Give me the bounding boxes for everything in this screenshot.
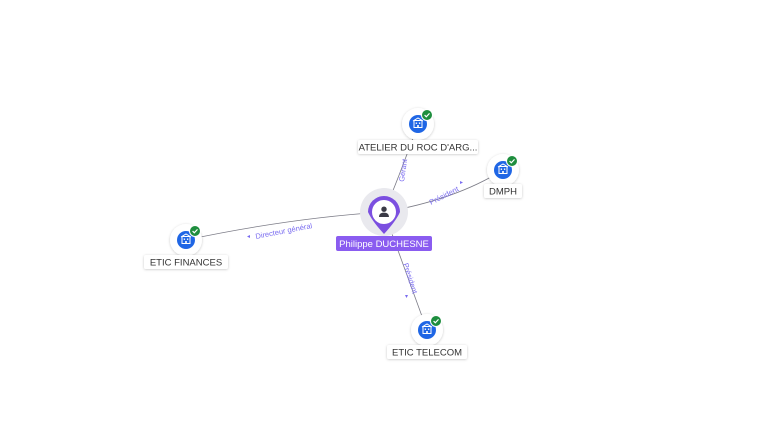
company-node-etic-finances[interactable]: ETIC FINANCES	[144, 224, 228, 269]
arrow-etic-finances-icon: ◂	[247, 234, 250, 240]
verified-badge-icon	[189, 225, 201, 237]
person-name: Philippe DUCHESNE	[339, 239, 429, 250]
edge-label-dmph: Président	[428, 184, 461, 207]
verified-badge-icon	[506, 155, 518, 167]
edge-labels: Gérant Président Directeur général Prési…	[247, 157, 463, 300]
company-name-etic-finances: ETIC FINANCES	[150, 258, 222, 269]
building-icon	[412, 117, 424, 128]
company-name-atelier: ATELIER DU ROC D'ARG...	[359, 143, 478, 154]
arrow-dmph-icon: ▸	[460, 180, 463, 186]
person-label-bg	[336, 236, 432, 251]
company-node-atelier[interactable]: ATELIER DU ROC D'ARG...	[358, 108, 478, 154]
edge-label-atelier: Gérant	[397, 157, 409, 182]
person-icon	[379, 206, 389, 217]
company-name-dmph: DMPH	[489, 187, 517, 198]
company-node-etic-telecom[interactable]: ETIC TELECOM	[387, 314, 467, 359]
edges	[185, 123, 504, 331]
edge-label-etic-finances: Directeur général	[255, 221, 314, 241]
building-icon	[497, 163, 509, 174]
verified-badge-icon	[430, 315, 442, 327]
edge-label-etic-telecom: Président	[401, 262, 420, 296]
building-icon	[421, 323, 433, 334]
company-node-dmph[interactable]: DMPH	[484, 154, 522, 198]
arrow-etic-telecom-icon: ▾	[405, 294, 408, 300]
verified-badge-icon	[421, 109, 433, 121]
person-node-center[interactable]: Philippe DUCHESNE	[336, 188, 432, 251]
company-name-etic-telecom: ETIC TELECOM	[392, 348, 462, 359]
building-icon	[180, 233, 192, 244]
